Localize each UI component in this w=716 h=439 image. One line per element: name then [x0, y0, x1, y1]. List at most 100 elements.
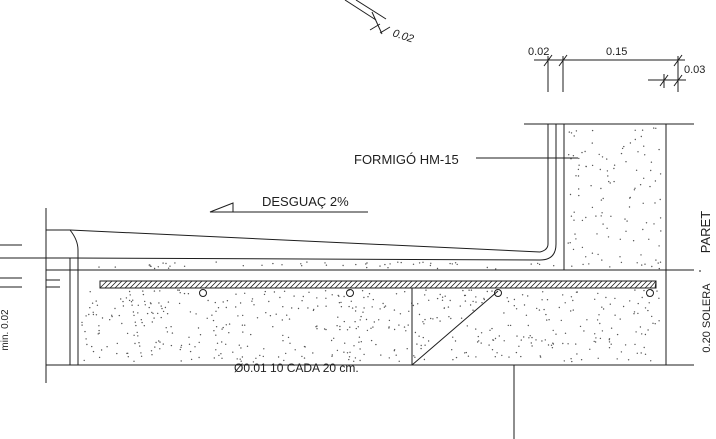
stipple-dot	[644, 154, 646, 156]
stipple-dot	[447, 306, 450, 308]
stipple-dot	[412, 263, 415, 265]
stipple-dot	[85, 315, 87, 317]
stipple-dot	[336, 349, 339, 352]
stipple-dot	[588, 263, 590, 265]
stipple-dot	[216, 342, 219, 344]
stipple-dot	[483, 297, 485, 300]
stipple-dot	[281, 264, 283, 266]
stipple-dot	[333, 337, 335, 339]
stipple-dot	[150, 303, 152, 305]
stipple-dot	[198, 356, 200, 359]
stipple-dot	[568, 131, 570, 133]
stipple-dot	[459, 305, 461, 307]
rebar-label: Ø0.01 10 CADA 20 cm.	[234, 361, 359, 375]
stipple-dot	[251, 298, 254, 300]
stipple-dot	[155, 341, 157, 344]
mesh-hatch-line	[649, 280, 657, 289]
stipple-dot	[313, 308, 315, 311]
mesh-hatch-line	[584, 280, 593, 289]
stipple-dot	[449, 262, 451, 265]
stipple-dot	[91, 345, 93, 348]
stipple-dot	[640, 135, 642, 138]
stipple-dot	[263, 293, 266, 296]
stipple-dot	[610, 343, 612, 345]
mesh-hatch-line	[369, 280, 378, 289]
stipple-dot	[264, 290, 266, 293]
stipple-dot	[121, 322, 123, 325]
stipple-dot	[546, 319, 548, 321]
stipple-dot	[441, 296, 444, 298]
stipple-dot	[213, 357, 215, 359]
stipple-dot	[621, 147, 624, 150]
stipple-dot	[613, 180, 615, 183]
top-slanted-dimension	[344, 0, 391, 35]
stipple-dot	[133, 360, 135, 362]
stipple-dot	[194, 346, 196, 348]
stipple-dot	[481, 302, 483, 304]
mesh-hatch-line	[174, 280, 183, 289]
stipple-dot	[368, 293, 371, 295]
stipple-dot	[601, 156, 604, 158]
mesh-hatch-line	[534, 280, 543, 289]
stipple-dot	[641, 296, 643, 299]
stipple-dot	[316, 297, 318, 299]
mesh-hatch-line	[594, 280, 603, 289]
stipple-dot	[528, 337, 530, 339]
stipple-dot	[594, 341, 597, 343]
stipple-dot	[143, 325, 145, 327]
solera-concrete-stipple	[81, 289, 660, 363]
stipple-dot	[645, 222, 648, 224]
stipple-dot	[342, 264, 344, 267]
stipple-dot	[629, 300, 631, 302]
stipple-dot	[483, 298, 485, 301]
stipple-dot	[429, 264, 432, 267]
stipple-dot	[178, 302, 181, 305]
stipple-dot	[591, 206, 594, 209]
stipple-dot	[199, 334, 202, 336]
mesh-hatch-line	[229, 280, 238, 289]
stipple-dot	[354, 321, 356, 323]
mesh-hatch-line	[524, 280, 533, 289]
stipple-dot	[153, 317, 155, 319]
mesh-hatch-line	[209, 280, 218, 289]
stipple-dot	[423, 358, 426, 361]
stipple-dot	[325, 305, 327, 307]
solera-text: SOLERA	[701, 283, 713, 328]
mesh-hatch-line	[189, 280, 198, 289]
stipple-dot	[98, 356, 101, 359]
stipple-dot	[496, 352, 498, 354]
stipple-dot	[133, 334, 135, 336]
stipple-dot	[595, 337, 597, 339]
stipple-dot	[152, 312, 154, 315]
stipple-dot	[256, 317, 259, 319]
stipple-dot	[614, 297, 616, 300]
stipple-dot	[153, 290, 156, 292]
stipple-dot	[634, 129, 636, 131]
stipple-dot	[655, 127, 657, 129]
stipple-dot	[606, 227, 608, 229]
stipple-dot	[126, 352, 128, 355]
stipple-dot	[132, 299, 134, 301]
stipple-dot	[95, 314, 98, 316]
stipple-dot	[255, 357, 257, 359]
stipple-dot	[393, 328, 396, 331]
stipple-dot	[506, 297, 508, 299]
stipple-dot	[132, 311, 135, 313]
stipple-dot	[170, 326, 172, 328]
stipple-dot	[599, 322, 601, 325]
mesh-hatch-line	[424, 280, 433, 289]
stipple-dot	[608, 180, 610, 183]
stipple-dot	[354, 357, 357, 359]
stipple-dot	[539, 356, 542, 358]
stipple-dot	[389, 263, 391, 265]
stipple-dot	[660, 230, 662, 232]
stipple-dot	[353, 360, 355, 362]
stipple-dot	[361, 290, 364, 292]
stipple-dot	[503, 340, 505, 342]
stipple-dot	[650, 161, 653, 163]
mesh-hatch-line	[599, 280, 608, 289]
stipple-dot	[165, 327, 167, 329]
stipple-dot	[609, 303, 611, 305]
stipple-dot	[648, 302, 650, 304]
stipple-dot	[382, 302, 384, 305]
